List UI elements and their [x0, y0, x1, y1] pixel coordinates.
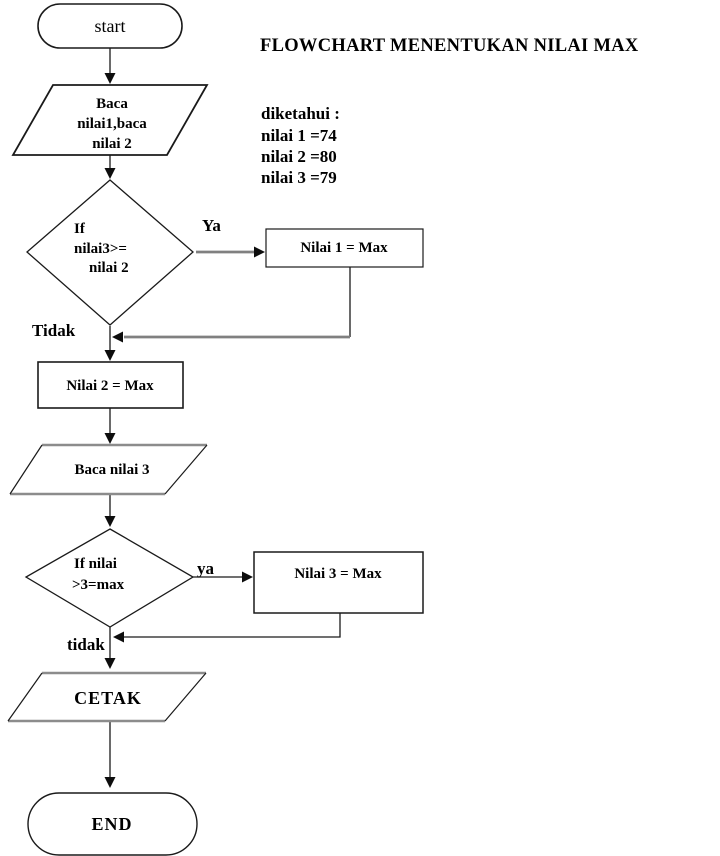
decision1-line3: nilai 2 — [89, 260, 129, 276]
arrowhead-down-icon — [104, 433, 116, 444]
arrowhead-left-icon — [112, 331, 123, 343]
print-node — [8, 673, 206, 721]
decision1-line1: If — [74, 221, 86, 237]
decision1-line2: nilai3>= — [74, 241, 127, 257]
start-node-label: start — [95, 16, 126, 36]
decision2-node — [24, 528, 195, 628]
read-nilai3-node — [10, 445, 207, 494]
arrowhead-down-icon — [104, 516, 116, 527]
arrowhead-down-icon — [104, 350, 116, 361]
read-nilai3-right-edge — [164, 444, 208, 495]
start-node — [37, 3, 183, 49]
print-right-edge — [164, 672, 207, 722]
assign-nilai3-label: Nilai 3 = Max — [294, 566, 382, 582]
print-label: CETAK — [74, 688, 142, 708]
read-nilai12-line2: nilai1,baca — [77, 116, 147, 132]
end-node-label: END — [91, 814, 132, 834]
read-nilai3-label: Baca nilai 3 — [74, 462, 149, 478]
assign-nilai2-label: Nilai 2 = Max — [66, 378, 154, 394]
decision2-no-label: tidak — [67, 635, 105, 654]
assign-nilai2-node — [37, 361, 184, 409]
given-value-3: nilai 3 =79 — [261, 168, 337, 187]
page-title: FLOWCHART MENENTUKAN NILAI MAX — [260, 36, 639, 56]
assign-nilai1-node — [265, 228, 424, 268]
decision2-line1: If nilai — [74, 556, 117, 572]
read-nilai12-line1: Baca — [96, 96, 128, 112]
assign-nilai3-node — [253, 551, 424, 614]
arrowhead-left-icon — [113, 631, 124, 643]
arrowhead-down-icon — [104, 168, 116, 179]
given-heading: diketahui : — [261, 104, 340, 123]
assign-nilai1-label: Nilai 1 = Max — [300, 240, 388, 256]
decision2-yes-label: ya — [197, 559, 215, 578]
decision1-no-label: Tidak — [32, 321, 76, 340]
read-nilai12-node — [11, 84, 209, 156]
print-left-edge — [7, 672, 43, 722]
decision1-yes-label: Ya — [202, 216, 221, 235]
arrowhead-down-icon — [104, 777, 116, 788]
arrowhead-down-icon — [104, 73, 116, 84]
given-value-1: nilai 1 =74 — [261, 126, 337, 145]
read-nilai3-left-edge — [9, 444, 43, 495]
arrowhead-right-icon — [254, 246, 265, 258]
end-node — [27, 792, 198, 856]
decision1-node — [26, 179, 194, 326]
connector-assign3-return — [122, 613, 341, 638]
given-value-2: nilai 2 =80 — [261, 147, 337, 166]
arrowhead-down-icon — [104, 658, 116, 669]
arrowhead-right-icon — [242, 571, 253, 583]
read-nilai12-line3: nilai 2 — [92, 136, 132, 152]
decision2-line2: >3=max — [72, 577, 125, 593]
